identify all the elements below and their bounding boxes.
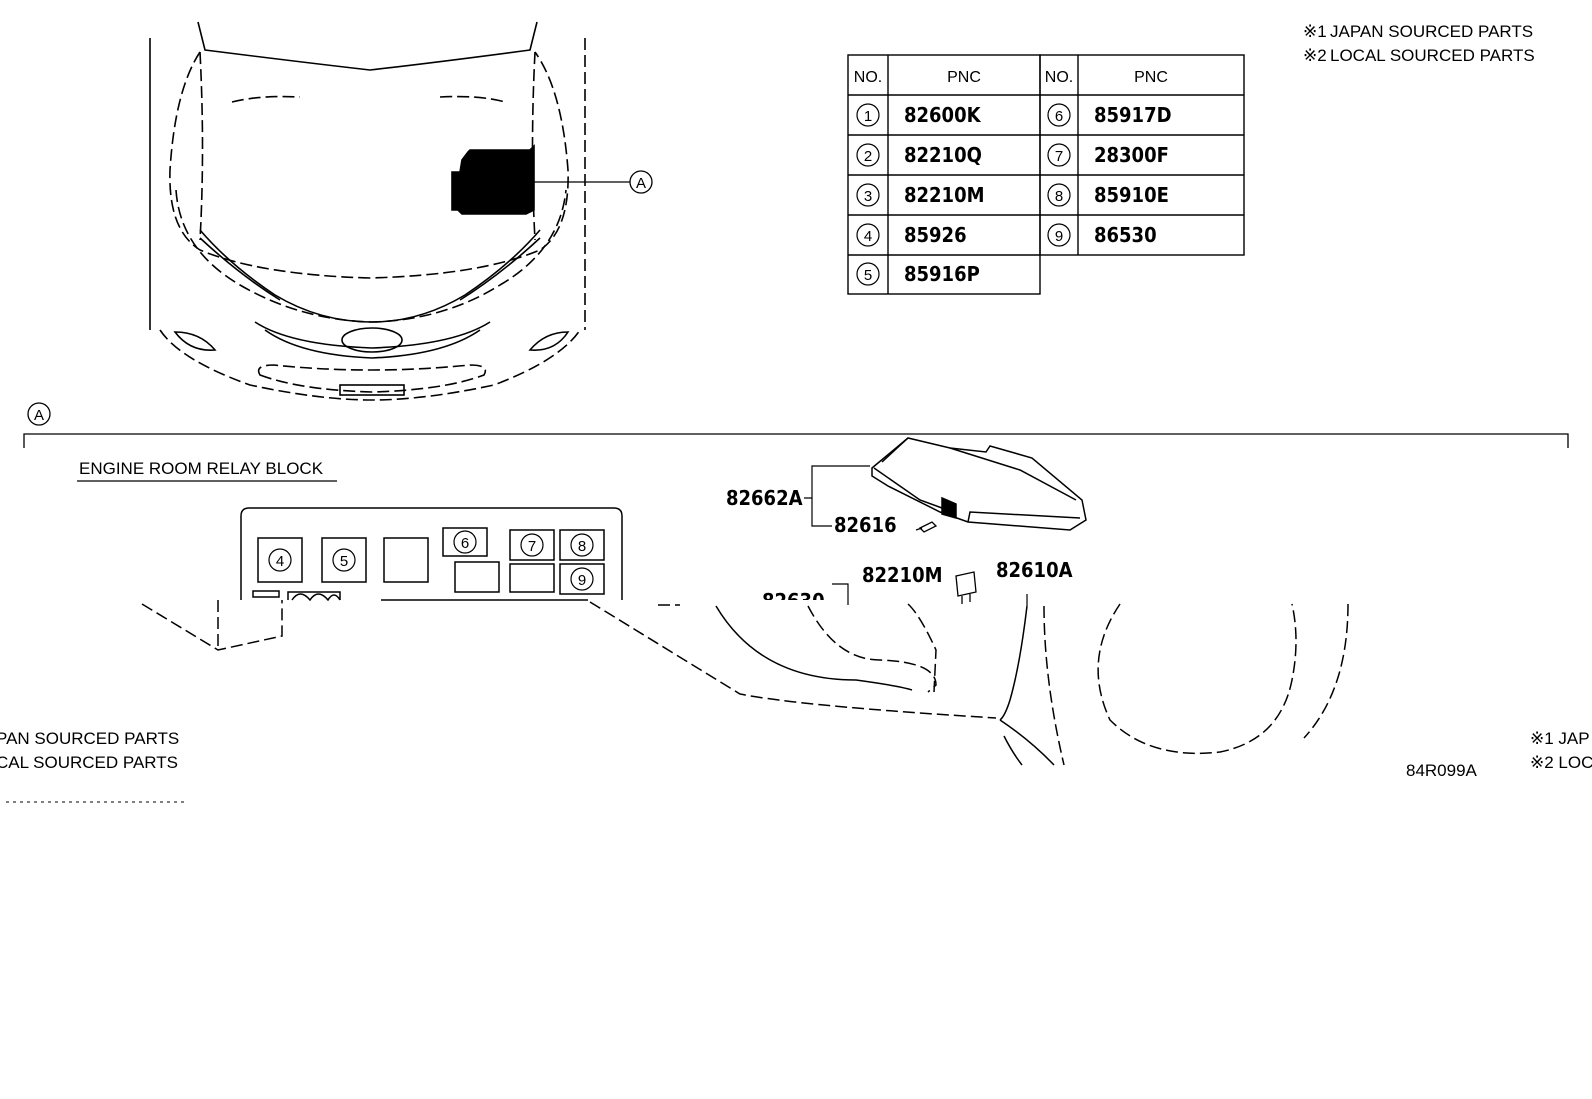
relay-block [141,507,997,719]
row-2-no: 2 [864,148,872,165]
row-5-pnc: 85916P [904,262,980,286]
note-2-text: LOCAL SOURCED PARTS [1330,46,1535,65]
ref-table: NO. PNC NO. PNC 1 2 3 4 5 6 7 8 9 [847,54,1245,295]
clip-82616 [915,521,938,533]
row-8-no: 8 [1055,188,1063,205]
row-3-pnc: 82210M [904,183,985,207]
section-title: ENGINE ROOM RELAY BLOCK [79,459,324,478]
row-5-no: 5 [864,267,872,284]
row-2-pnc: 82210Q [904,143,982,167]
slot-4-label: 4 [276,553,284,570]
fuse-82210M [955,571,977,604]
relay-slot-labels: 4 5 6 7 8 9 [268,530,594,591]
row-4-pnc: 85926 [904,223,967,247]
slot-6-label: 6 [461,535,469,552]
part-82610A: 82610A [996,558,1073,582]
bottom-left-note-2: CAL SOURCED PARTS [0,753,178,772]
part-82630: 82630 [762,589,825,613]
lower-curves [658,603,1349,766]
row-3-no: 3 [864,188,872,205]
row-6-no: 6 [1055,108,1063,125]
row-9-pnc: 86530 [1094,223,1157,247]
relay-block-cover [871,437,1087,531]
notes-top: ※1 JAPAN SOURCED PARTS ※2 LOCAL SOURCED … [1303,22,1535,65]
row-8-pnc: 85910E [1094,183,1169,207]
part-82662A: 82662A [726,486,803,510]
part-82210M: 82210M [862,563,943,587]
car-top-view [149,21,630,401]
section-frame-line [23,433,1569,448]
part-82630-clip: 82630 [762,589,825,613]
section-a-letter: A [34,407,44,424]
header-pnc-right: PNC [1134,69,1168,86]
row-1-no: 1 [864,108,872,125]
callout-a-letter: A [636,175,646,192]
note-1-symbol: ※1 [1303,22,1327,41]
row-9-no: 9 [1055,228,1063,245]
section-a-marker: A [27,402,51,426]
note-2-symbol: ※2 [1303,46,1327,65]
slot-9-label: 9 [578,572,586,589]
part-82616: 82616 [834,513,897,537]
leader-lines [804,465,1028,606]
row-4-no: 4 [864,228,872,245]
bottom-left-note-1: PAN SOURCED PARTS [0,729,179,748]
slot-7-label: 7 [528,538,536,555]
bottom-right-note-1: ※1 JAP [1530,729,1590,748]
header-no-left: NO. [854,69,882,86]
header-pnc-left: PNC [947,69,981,86]
row-6-pnc: 85917D [1094,103,1172,127]
slot-8-label: 8 [578,538,586,555]
figure-id: 84R099A [1406,761,1478,780]
row-1-pnc: 82600K [904,103,982,127]
row-7-pnc: 28300F [1094,143,1169,167]
bottom-right-note-2: ※2 LOC [1530,753,1592,772]
callout-a-marker: A [629,170,653,194]
note-1-text: JAPAN SOURCED PARTS [1330,22,1533,41]
header-no-right: NO. [1045,69,1073,86]
row-7-no: 7 [1055,148,1063,165]
slot-5-label: 5 [340,553,348,570]
